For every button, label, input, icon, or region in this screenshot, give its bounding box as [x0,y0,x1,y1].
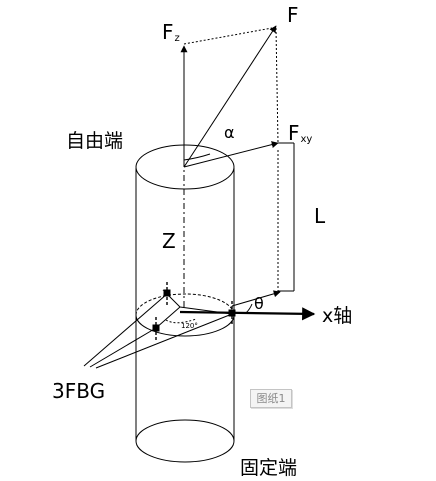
section-ellipse-front [135,314,235,337]
theta-arc [245,303,253,314]
cylinder [135,144,235,463]
label-z: Z [162,231,176,251]
f-vector [183,25,277,168]
label-l-text: L [314,204,326,228]
sheet-tab-label: 图纸1 [256,392,286,405]
label-angle-120-text: 120° [181,322,198,330]
label-3fbg: 3FBG [52,381,105,401]
sheet-tab[interactable]: 图纸1 [250,389,292,408]
label-alpha: α [224,125,235,141]
label-theta: θ [254,296,264,312]
sensor-section [135,289,235,337]
label-alpha-text: α [224,123,235,142]
fbg-leader-lines [83,293,233,369]
label-x-axis-text: x轴 [322,305,353,327]
label-fz: Fz [162,22,180,44]
label-fixed-end: 固定端 [240,459,297,478]
fbg-spoke-2 [155,306,181,329]
section-ellipse-back [135,293,235,316]
length-bracket [278,142,295,292]
label-l: L [314,206,325,226]
x-axis-arrow [179,307,316,321]
label-f: F [287,5,299,25]
alpha-arc [183,153,211,161]
f-to-fxy-dotted [275,27,279,144]
label-z-text: Z [162,229,176,253]
label-fxy-sub: xy [300,134,313,145]
label-fz-sub: z [174,33,180,44]
label-fixed-end-text: 固定端 [240,457,298,479]
label-3fbg-text: 3FBG [52,379,106,403]
fz-to-f-dotted [183,27,273,45]
label-fz-main: F [162,20,174,44]
fxy-vector [183,141,279,168]
label-x-axis: x轴 [322,307,352,326]
label-f-text: F [287,3,299,27]
cylinder-bottom-ellipse [135,419,235,463]
angle-120-arc [165,318,197,324]
cylinder-top-ellipse [135,144,235,190]
label-free-end-text: 自由端 [66,130,124,152]
label-fxy: Fxy [288,123,312,145]
label-angle-120: 120° [181,323,198,330]
label-fxy-main: F [288,121,300,145]
force-vectors [183,25,281,314]
label-theta-text: θ [254,294,264,313]
label-free-end: 自由端 [66,132,123,151]
projection-arrow [231,290,281,307]
